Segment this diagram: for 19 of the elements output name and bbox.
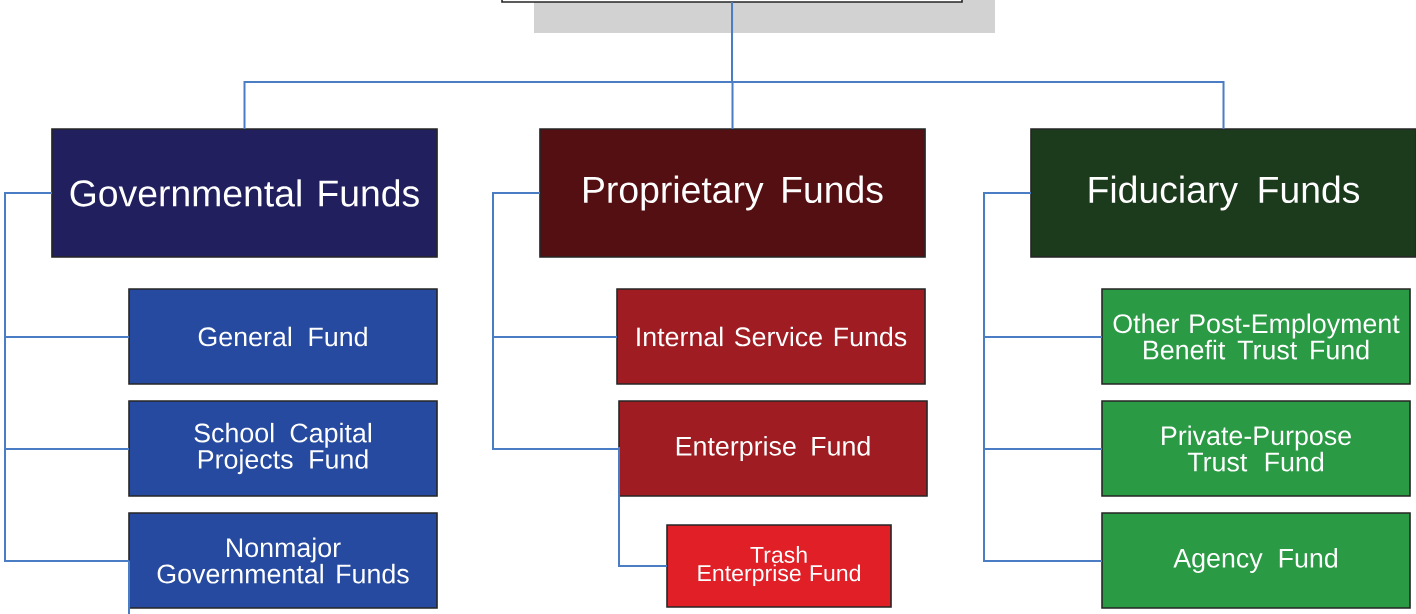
connector-line xyxy=(618,446,668,567)
fund-box: Enterprise Fund xyxy=(618,400,928,497)
fund-box: Internal Service Funds xyxy=(616,288,926,385)
category-box: Fiduciary Funds xyxy=(1030,128,1416,258)
connector-line xyxy=(731,1,1225,130)
fund-box: Nonmajor Governmental Funds xyxy=(128,512,438,609)
fund-box: Other Post-Employment Benefit Trust Fund xyxy=(1101,288,1411,385)
fund-box: Trash Enterprise Fund xyxy=(666,524,892,608)
category-box: Proprietary Funds xyxy=(539,128,926,258)
fund-box: Agency Fund xyxy=(1101,512,1411,609)
connector-line xyxy=(983,192,1103,562)
fund-box: General Fund xyxy=(128,288,438,385)
category-box: Governmental Funds xyxy=(51,128,438,258)
top-box xyxy=(501,0,963,3)
fund-box: Private-Purpose Trust Fund xyxy=(1101,400,1411,497)
connector-line xyxy=(128,559,130,614)
connector-line xyxy=(4,192,130,562)
connector-line xyxy=(492,192,620,450)
fund-box: School Capital Projects Fund xyxy=(128,400,438,497)
